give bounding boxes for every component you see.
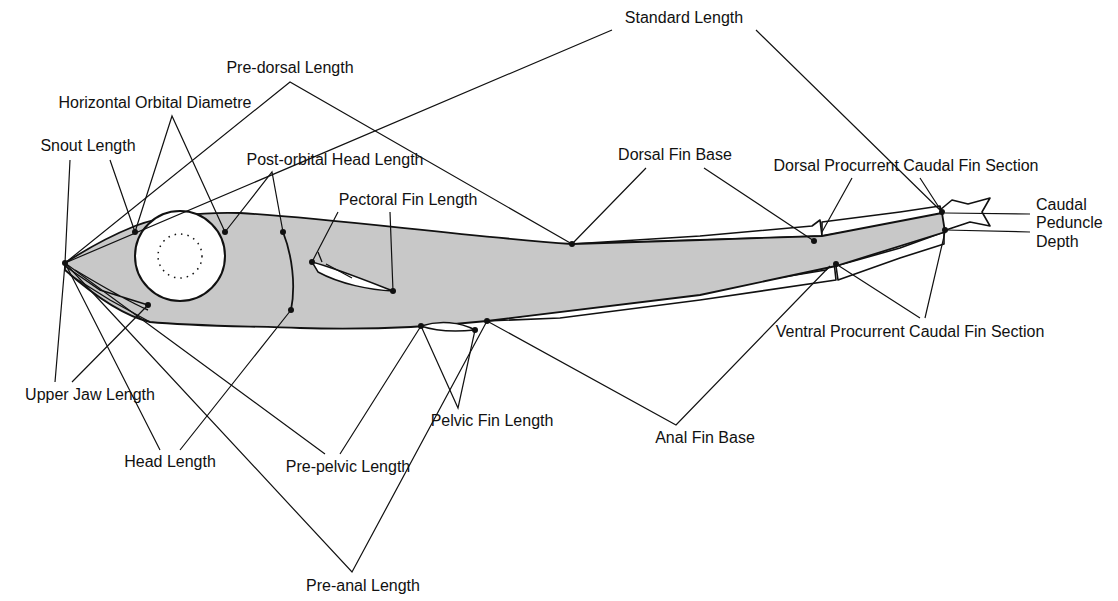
operculum <box>283 232 293 310</box>
measurement-label: Snout Length <box>40 137 135 155</box>
measurement-label: Dorsal Fin Base <box>618 146 732 164</box>
measurement-label: Upper Jaw Length <box>25 386 155 404</box>
leader-lines <box>55 30 1030 572</box>
measurement-label: Pre-dorsal Length <box>226 59 353 77</box>
measurement-label: Pre-pelvic Length <box>286 458 411 476</box>
measurement-label: Post-orbital Head Length <box>247 151 424 169</box>
measurement-label: Standard Length <box>625 9 743 27</box>
measurement-label: Pelvic Fin Length <box>431 412 554 430</box>
measurement-points <box>62 209 948 333</box>
pectoral-fin-rays <box>318 252 352 278</box>
measurement-label: Caudal Peduncle Depth <box>1036 196 1108 251</box>
pupil <box>158 234 202 278</box>
caudal-fin <box>940 198 990 232</box>
measurement-label: Anal Fin Base <box>655 429 755 447</box>
pectoral-fin <box>312 262 393 291</box>
measurement-label: Head Length <box>124 453 216 471</box>
measurement-label: Horizontal Orbital Diametre <box>59 94 252 112</box>
eye <box>135 211 225 301</box>
measurement-label: Pre-anal Length <box>306 577 420 595</box>
measurement-label: Dorsal Procurrent Caudal Fin Section <box>773 157 1038 175</box>
measurement-label: Pectoral Fin Length <box>339 191 478 209</box>
pelvic-fin <box>421 323 475 331</box>
measurement-label: Ventral Procurrent Caudal Fin Section <box>776 323 1045 341</box>
